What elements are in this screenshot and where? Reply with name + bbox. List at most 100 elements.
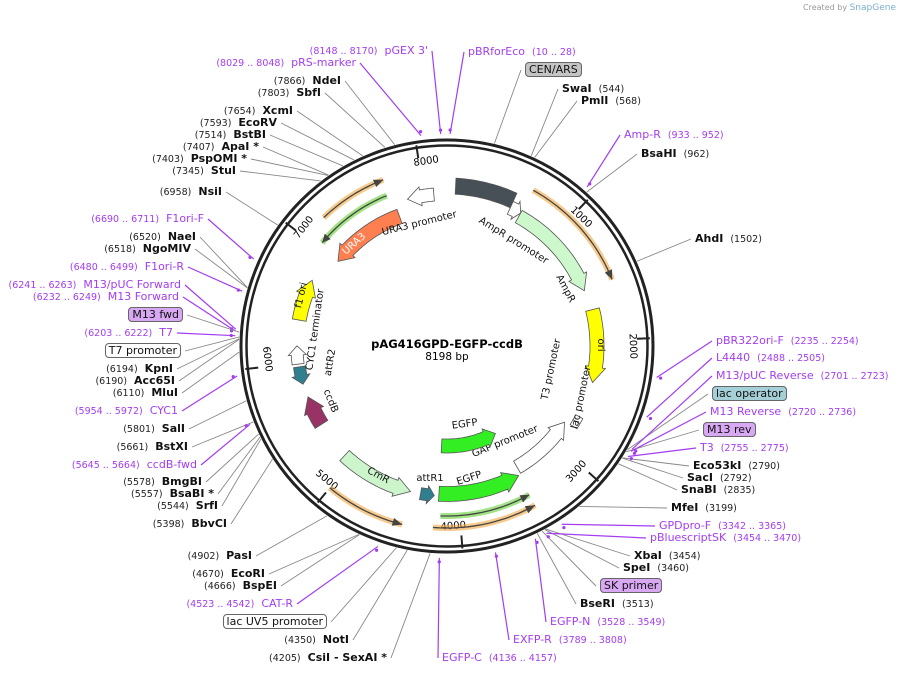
enzyme-site-srfi[interactable]: (5544) SrfI bbox=[157, 500, 218, 513]
enzyme-site-xbai[interactable]: XbaI (3454) bbox=[634, 550, 700, 563]
enzyme-site-bstbi[interactable]: (7514) BstBI bbox=[195, 129, 266, 142]
primer-cyc1[interactable]: (5954 .. 5972) CYC1 bbox=[75, 405, 178, 418]
primer-m13-puc-forward[interactable]: (6241 .. 6263) M13/pUC Forward bbox=[8, 279, 181, 292]
primer-cat-r[interactable]: (4523 .. 4542) CAT-R bbox=[186, 598, 293, 611]
primer-site-mark bbox=[248, 255, 252, 259]
enzyme-site-bmgbi[interactable]: (5578) BmgBI bbox=[123, 476, 202, 489]
feature-attr2[interactable] bbox=[291, 365, 311, 385]
enzyme-site-swai[interactable]: SwaI (544) bbox=[562, 83, 624, 96]
feature-lac-promoter[interactable] bbox=[569, 419, 581, 430]
label-position: (7403) bbox=[152, 154, 184, 165]
feature-cmr[interactable] bbox=[339, 449, 412, 497]
enzyme-site-bseri[interactable]: BseRI (3513) bbox=[580, 598, 654, 611]
enzyme-site-ngomiv[interactable]: (6518) NgoMIV bbox=[104, 243, 191, 256]
primer-m13-puc-reverse[interactable]: M13/pUC Reverse (2701 .. 2723) bbox=[716, 370, 888, 383]
enzyme-site-pmli[interactable]: PmlI (568) bbox=[581, 95, 641, 108]
label-position: (6232 .. 6249) bbox=[32, 292, 101, 303]
primer-amp-r[interactable]: Amp-R (933 .. 952) bbox=[624, 129, 724, 142]
enzyme-site-spei[interactable]: SpeI (3460) bbox=[623, 562, 689, 575]
enzyme-site-stui[interactable]: (7345) StuI bbox=[172, 165, 236, 178]
feature-label: attR2 bbox=[323, 348, 339, 377]
feature-tag-m13-rev[interactable]: M13 rev bbox=[703, 422, 756, 437]
feature-egfp[interactable] bbox=[440, 428, 496, 454]
primer-prs-marker[interactable]: (8029 .. 8048) pRS-marker bbox=[216, 57, 356, 70]
feature-ampr[interactable] bbox=[514, 209, 588, 292]
feature-ura3-promoter[interactable] bbox=[406, 186, 435, 207]
enzyme-site-acc65i[interactable]: (6190) Acc65I bbox=[95, 375, 175, 388]
feature-f1-ori[interactable] bbox=[291, 279, 316, 322]
primer-m13-reverse[interactable]: M13 Reverse (2720 .. 2736) bbox=[710, 406, 856, 419]
leader-line bbox=[255, 515, 328, 557]
primer-t3[interactable]: T3 (2755 .. 2775) bbox=[700, 442, 789, 455]
feature-tag-lac-uv5-promoter[interactable]: lac UV5 promoter bbox=[222, 614, 327, 629]
feature-gap-promoter[interactable] bbox=[513, 421, 565, 474]
label-name: ccdB-fwd bbox=[146, 458, 197, 471]
label-position: (8148 .. 8170) bbox=[309, 46, 378, 57]
enzyme-site-xcmi[interactable]: (7654) XcmI bbox=[224, 105, 293, 118]
enzyme-site-sbfi[interactable]: (7803) SbfI bbox=[258, 87, 321, 100]
enzyme-site-sali[interactable]: (5801) SalI bbox=[123, 423, 185, 436]
enzyme-site-bsabi[interactable]: (5557) BsaBI * bbox=[131, 488, 214, 501]
leader-line bbox=[250, 158, 329, 176]
enzyme-site-kpni[interactable]: (6194) KpnI bbox=[106, 363, 173, 376]
feature-tag-sk-primer[interactable]: SK primer bbox=[600, 578, 663, 593]
feature-tag-m13-fwd[interactable]: M13 fwd bbox=[128, 307, 183, 322]
enzyme-site-eco53ki[interactable]: Eco53kI (2790) bbox=[693, 460, 780, 473]
feature-cyc1-terminator[interactable] bbox=[287, 345, 308, 366]
feature-label: EGFP bbox=[451, 417, 478, 431]
feature-ccdb[interactable] bbox=[304, 396, 329, 429]
enzyme-site-apai[interactable]: (7407) ApaI * bbox=[183, 141, 259, 154]
primer-site-mark bbox=[648, 416, 653, 421]
enzyme-site-pasi[interactable]: (4902) PasI bbox=[188, 550, 252, 563]
enzyme-site-ahdi[interactable]: AhdI (1502) bbox=[695, 233, 762, 246]
enzyme-site-ndei[interactable]: (7866) NdeI bbox=[274, 75, 341, 88]
primer-l4440[interactable]: L4440 (2488 .. 2505) bbox=[716, 352, 825, 365]
enzyme-site-snabi[interactable]: SnaBI (2835) bbox=[681, 484, 755, 497]
label-position: (6690 .. 6711) bbox=[91, 214, 160, 225]
primer-t7[interactable]: (6203 .. 6222) T7 bbox=[84, 327, 173, 340]
feature-attr1[interactable] bbox=[419, 484, 435, 505]
enzyme-site-ecori[interactable]: (4670) EcoRI bbox=[192, 568, 265, 581]
label-position: (2701 .. 2723) bbox=[820, 371, 889, 382]
primer-pgex-3[interactable]: (8148 .. 8170) pGEX 3' bbox=[310, 45, 428, 58]
primer-ccdb-fwd[interactable]: (5645 .. 5664) ccdB-fwd bbox=[72, 459, 197, 472]
tick-mark bbox=[588, 471, 600, 482]
enzyme-site-mlui[interactable]: (6110) MluI bbox=[113, 387, 178, 400]
feature-ori[interactable] bbox=[584, 307, 607, 384]
primer-pbrforeco[interactable]: pBRforEco (10 .. 28) bbox=[468, 46, 576, 59]
feature-tag-t7-promoter[interactable]: T7 promoter bbox=[104, 343, 181, 358]
primer-egfp-c[interactable]: EGFP-C (4136 .. 4157) bbox=[442, 652, 557, 665]
label-name: BsaHI bbox=[641, 147, 677, 160]
enzyme-site-naei[interactable]: (6520) NaeI bbox=[129, 231, 196, 244]
enzyme-site-saci[interactable]: SacI (2792) bbox=[687, 472, 752, 485]
primer-gpdpro-f[interactable]: GPDpro-F (3342 .. 3365) bbox=[659, 520, 786, 533]
primer-pbr322ori-f[interactable]: pBR322ori-F (2235 .. 2254) bbox=[716, 335, 859, 348]
leader-line bbox=[431, 50, 442, 135]
enzyme-site-bsahi[interactable]: BsaHI (962) bbox=[641, 148, 709, 161]
feature-ura3[interactable] bbox=[337, 208, 403, 262]
leader-line bbox=[199, 236, 248, 288]
primer-f1ori-f[interactable]: (6690 .. 6711) F1ori-F bbox=[91, 213, 204, 226]
primer-m13-forward[interactable]: (6232 .. 6249) M13 Forward bbox=[33, 291, 179, 304]
enzyme-site-nsii[interactable]: (6958) NsiI bbox=[160, 186, 222, 199]
enzyme-site-bbvci[interactable]: (5398) BbvCI bbox=[153, 518, 227, 531]
primer-exfp-r[interactable]: EXFP-R (3789 .. 3808) bbox=[513, 634, 627, 647]
enzyme-site-csii-sexai[interactable]: (4205) CsiI - SexAI * bbox=[269, 652, 387, 665]
tick-label: 7000 bbox=[292, 214, 316, 241]
enzyme-site-noti[interactable]: (4350) NotI bbox=[284, 634, 349, 647]
enzyme-site-mfei[interactable]: MfeI (3199) bbox=[671, 502, 737, 515]
primer-egfp-n[interactable]: EGFP-N (3528 .. 3549) bbox=[550, 616, 665, 629]
feature-ampr-promoter[interactable] bbox=[506, 199, 522, 221]
enzyme-site-bstxi[interactable]: (5661) BstXI bbox=[117, 441, 188, 454]
feature-egfp[interactable] bbox=[438, 472, 520, 502]
label-name: SacI bbox=[687, 471, 713, 484]
feature-tag-lac-operator[interactable]: lac operator bbox=[712, 386, 787, 401]
enzyme-site-pspomi[interactable]: (7403) PspOMI * bbox=[152, 153, 247, 166]
feature-cen-ars[interactable] bbox=[454, 177, 518, 209]
primer-site-mark bbox=[494, 554, 498, 558]
feature-tag-cen-ars[interactable]: CEN/ARS bbox=[525, 62, 582, 77]
primer-f1ori-r[interactable]: (6480 .. 6499) F1ori-R bbox=[70, 261, 184, 274]
enzyme-site-bspei[interactable]: (4666) BspEI bbox=[204, 580, 277, 593]
primer-pbluescriptsk[interactable]: pBluescriptSK (3454 .. 3470) bbox=[650, 532, 801, 545]
enzyme-site-ecorv[interactable]: (7593) EcoRV bbox=[200, 117, 277, 130]
